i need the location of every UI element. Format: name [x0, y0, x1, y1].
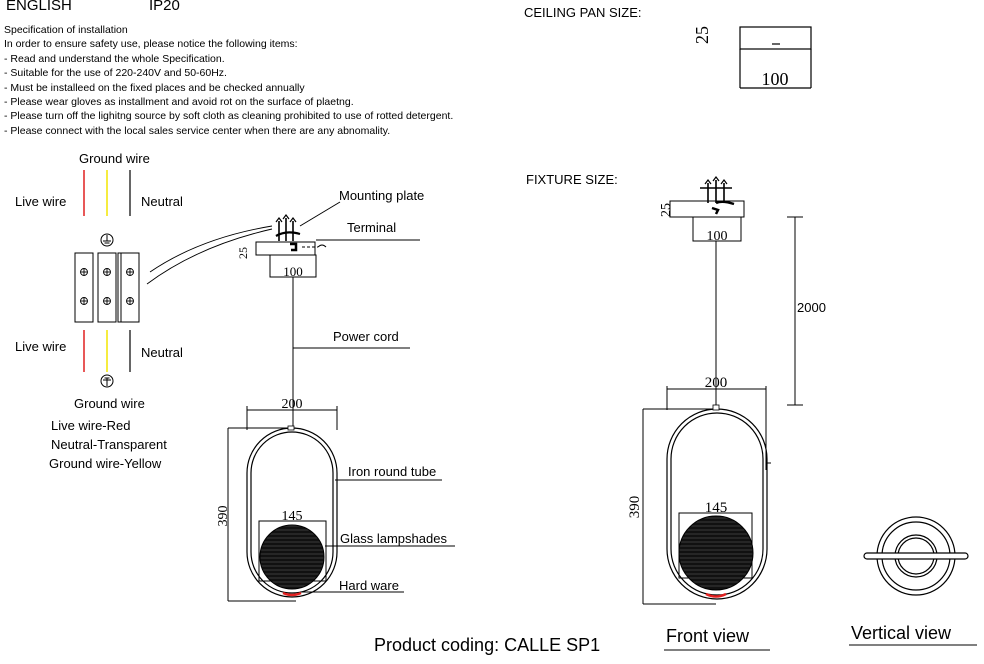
power-cord-label: Power cord — [333, 329, 399, 344]
glass-lampshade-ball — [678, 515, 754, 591]
top-connector — [287, 425, 295, 431]
spec-item: - Read and understand the whole Specific… — [4, 53, 225, 65]
vertical-view-title: Vertical view — [851, 623, 952, 643]
front-view-drawing — [642, 176, 803, 605]
mounting-plate-label: Mounting plate — [339, 188, 425, 203]
spec-item: - Please connect with the local sales se… — [4, 125, 391, 137]
live-wire-top-label: Live wire — [15, 194, 67, 209]
hardware-red-mark — [282, 591, 302, 597]
live-wire-bottom-label: Live wire — [15, 339, 67, 354]
ip-rating: IP20 — [149, 0, 180, 14]
spec-item: - Please wear gloves as installment and … — [4, 96, 354, 108]
ceiling-pan-drawing — [739, 26, 812, 89]
ceiling-dim-100: 100 — [762, 69, 789, 89]
vertical-view-drawing — [863, 516, 969, 596]
spec-item: - Please turn off the lighitng source by… — [4, 110, 454, 122]
install-dim-145: 145 — [282, 509, 303, 524]
spec-item: - Suitable for the use of 220-240V and 5… — [4, 67, 227, 79]
terminal-label: Terminal — [347, 220, 397, 235]
product-coding: Product coding: CALLE SP1 — [374, 635, 601, 655]
fixture-dim-145: 145 — [705, 500, 728, 516]
terminal-block-ground — [97, 252, 117, 323]
terminal-block-neutral — [120, 252, 140, 323]
ground-wire-top-label: Ground wire — [79, 151, 150, 166]
fixture-dim-2000: 2000 — [797, 300, 826, 315]
legend-neutral: Neutral-Transparent — [51, 437, 167, 452]
neutral-bottom-label: Neutral — [141, 345, 183, 360]
hardware-label: Hard ware — [339, 578, 399, 593]
language-label: ENGLISH — [6, 0, 72, 14]
ground-symbol-icon — [100, 233, 114, 247]
legend-ground: Ground wire-Yellow — [49, 456, 162, 471]
fixture-size-title: FIXTURE SIZE: — [526, 172, 618, 187]
terminal-block-live — [74, 252, 94, 323]
ceiling-dim-25: 25 — [692, 26, 712, 44]
install-dim-390: 390 — [216, 506, 231, 527]
legend-live: Live wire-Red — [51, 418, 131, 433]
spec-intro: In order to ensure safety use, please no… — [4, 38, 298, 50]
glass-lampshade-ball — [259, 524, 325, 590]
fixture-dim-390: 390 — [627, 496, 643, 519]
iron-tube-label: Iron round tube — [348, 464, 437, 479]
fixture-dim-25: 25 — [659, 203, 674, 217]
install-dim-200: 200 — [282, 397, 303, 412]
glass-lampshade-label: Glass lampshades — [340, 531, 447, 546]
install-dim-100: 100 — [283, 264, 303, 279]
hardware-red-mark — [705, 592, 727, 598]
leader-curve — [149, 225, 273, 273]
ceiling-pan-title: CEILING PAN SIZE: — [524, 5, 642, 20]
install-dim-25: 25 — [236, 247, 250, 259]
neutral-top-label: Neutral — [141, 194, 183, 209]
leader-curve — [146, 228, 273, 285]
spec-item: - Must be installeed on the fixed places… — [4, 82, 305, 94]
wiring-diagram — [74, 170, 140, 388]
top-connector — [712, 404, 720, 411]
fixture-dim-200: 200 — [705, 375, 728, 391]
front-view-title: Front view — [666, 626, 750, 646]
fixture-dim-100: 100 — [707, 229, 728, 244]
ground-symbol-icon — [100, 374, 114, 388]
install-drawing — [227, 201, 455, 602]
spec-title: Specification of installation — [4, 24, 128, 36]
ground-wire-bottom-label: Ground wire — [74, 396, 145, 411]
terminal-screw-icon — [80, 268, 134, 305]
